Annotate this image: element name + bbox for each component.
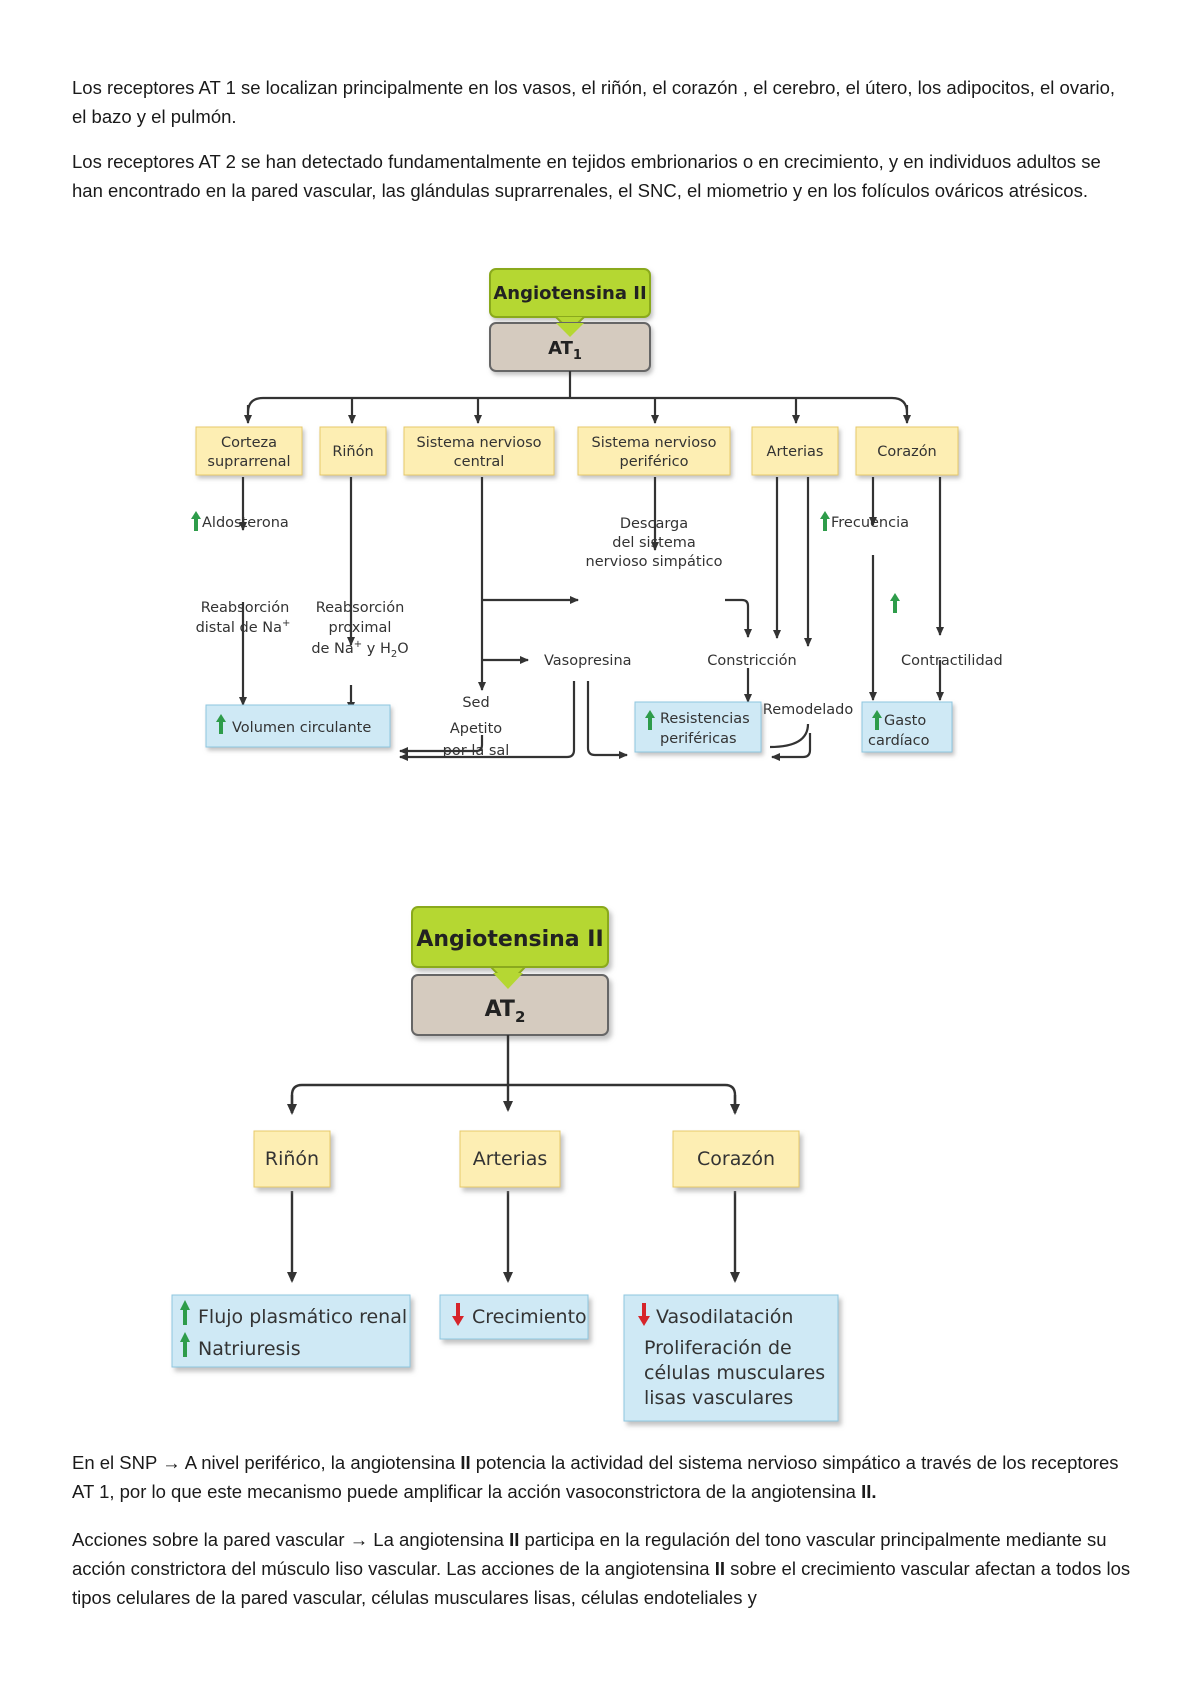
- svg-text:distal de Na+: distal de Na+: [196, 618, 291, 636]
- svg-text:Descarga: Descarga: [620, 516, 688, 532]
- svg-text:Corazón: Corazón: [697, 1148, 775, 1170]
- label-aldosterona: Aldosterona: [202, 515, 289, 531]
- paragraph-snp: En el SNP → A nivel periférico, la angio…: [72, 1452, 1119, 1502]
- result-volumen: Volumen circulante: [205, 704, 391, 748]
- svg-text:Riñón: Riñón: [265, 1148, 319, 1170]
- svg-text:suprarrenal: suprarrenal: [207, 454, 290, 470]
- result-resistencias: Resistencias periféricas: [634, 701, 762, 753]
- paragraph-at1-location: Los receptores AT 1 se localizan princip…: [72, 77, 1116, 127]
- svg-text:Apetito: Apetito: [450, 721, 502, 737]
- svg-text:Natriuresis: Natriuresis: [198, 1338, 301, 1360]
- svg-text:Volumen circulante: Volumen circulante: [232, 720, 371, 736]
- svg-text:central: central: [454, 454, 505, 470]
- organ-snc: Sistema nervioso central: [403, 426, 555, 476]
- svg-text:Gasto: Gasto: [884, 713, 926, 729]
- svg-text:Sistema nervioso: Sistema nervioso: [417, 435, 542, 451]
- svg-text:por la sal: por la sal: [443, 743, 510, 759]
- svg-text:periféricas: periféricas: [660, 731, 737, 747]
- svg-text:Arterias: Arterias: [767, 444, 824, 460]
- paragraph-at2-location: Los receptores AT 2 se han detectado fun…: [72, 151, 1101, 201]
- diagram-at1: Angiotensina II AT1 Corteza suprarrenal …: [191, 268, 1003, 761]
- svg-text:Angiotensina II: Angiotensina II: [416, 927, 603, 952]
- svg-text:cardíaco: cardíaco: [868, 733, 930, 749]
- svg-text:Proliferación de: Proliferación de: [644, 1337, 792, 1359]
- organ-arterias-2: Arterias: [459, 1130, 561, 1188]
- label-constriccion: Constricción: [707, 653, 796, 669]
- result-flujo: Flujo plasmático renal Natriuresis: [171, 1294, 411, 1368]
- svg-text:Corteza: Corteza: [221, 435, 277, 451]
- svg-text:proximal: proximal: [329, 620, 392, 636]
- svg-text:Arterias: Arterias: [473, 1148, 548, 1170]
- label-remodelado: Remodelado: [763, 702, 854, 718]
- label-frecuencia: Frecuencia: [831, 515, 909, 531]
- svg-text:Corazón: Corazón: [877, 444, 937, 460]
- svg-text:Resistencias: Resistencias: [660, 711, 750, 727]
- svg-text:AT1: AT1: [548, 338, 582, 363]
- svg-text:Sed: Sed: [462, 695, 489, 711]
- angiotensin-box-2: Angiotensina II: [411, 906, 609, 968]
- svg-text:del sistema: del sistema: [612, 535, 696, 551]
- svg-text:Riñón: Riñón: [332, 444, 373, 460]
- label-vasopresina: Vasopresina: [544, 653, 632, 669]
- svg-text:nervioso simpático: nervioso simpático: [586, 554, 723, 570]
- svg-text:AT2: AT2: [485, 997, 526, 1026]
- organ-corazon-2: Corazón: [672, 1130, 800, 1188]
- result-vasodilatacion: Vasodilatación Proliferación de células …: [623, 1294, 839, 1422]
- svg-text:Flujo plasmático renal: Flujo plasmático renal: [198, 1306, 407, 1328]
- organ-corazon: Corazón: [855, 426, 959, 476]
- organ-rinon-2: Riñón: [253, 1130, 331, 1188]
- organ-snp: Sistema nervioso periférico: [577, 426, 731, 476]
- organ-corteza: Corteza suprarrenal: [195, 426, 303, 476]
- diagram-at2: Angiotensina II AT2 Riñón Arterias Coraz…: [171, 906, 839, 1422]
- svg-text:células musculares: células musculares: [644, 1362, 825, 1384]
- organ-arterias: Arterias: [751, 426, 839, 476]
- result-gasto: Gasto cardíaco: [861, 701, 953, 753]
- svg-text:Reabsorción: Reabsorción: [201, 600, 290, 616]
- svg-text:de Na+ y H2O: de Na+ y H2O: [311, 639, 408, 660]
- angiotensin-box: Angiotensina II: [489, 268, 651, 318]
- svg-text:Sistema nervioso: Sistema nervioso: [592, 435, 717, 451]
- svg-text:Angiotensina II: Angiotensina II: [493, 283, 646, 304]
- svg-text:Reabsorción: Reabsorción: [316, 600, 405, 616]
- svg-text:lisas vasculares: lisas vasculares: [644, 1387, 793, 1409]
- organ-rinon: Riñón: [319, 426, 387, 476]
- svg-text:periférico: periférico: [620, 454, 689, 470]
- label-contractilidad: Contractilidad: [901, 653, 1003, 669]
- result-crecimiento: Crecimiento: [439, 1294, 589, 1340]
- paragraph-pared-vascular: Acciones sobre la pared vascular → La an…: [72, 1529, 1131, 1608]
- receptor-at2-box: AT2: [411, 974, 609, 1036]
- svg-text:Crecimiento: Crecimiento: [472, 1306, 587, 1328]
- svg-text:Vasodilatación: Vasodilatación: [656, 1306, 793, 1328]
